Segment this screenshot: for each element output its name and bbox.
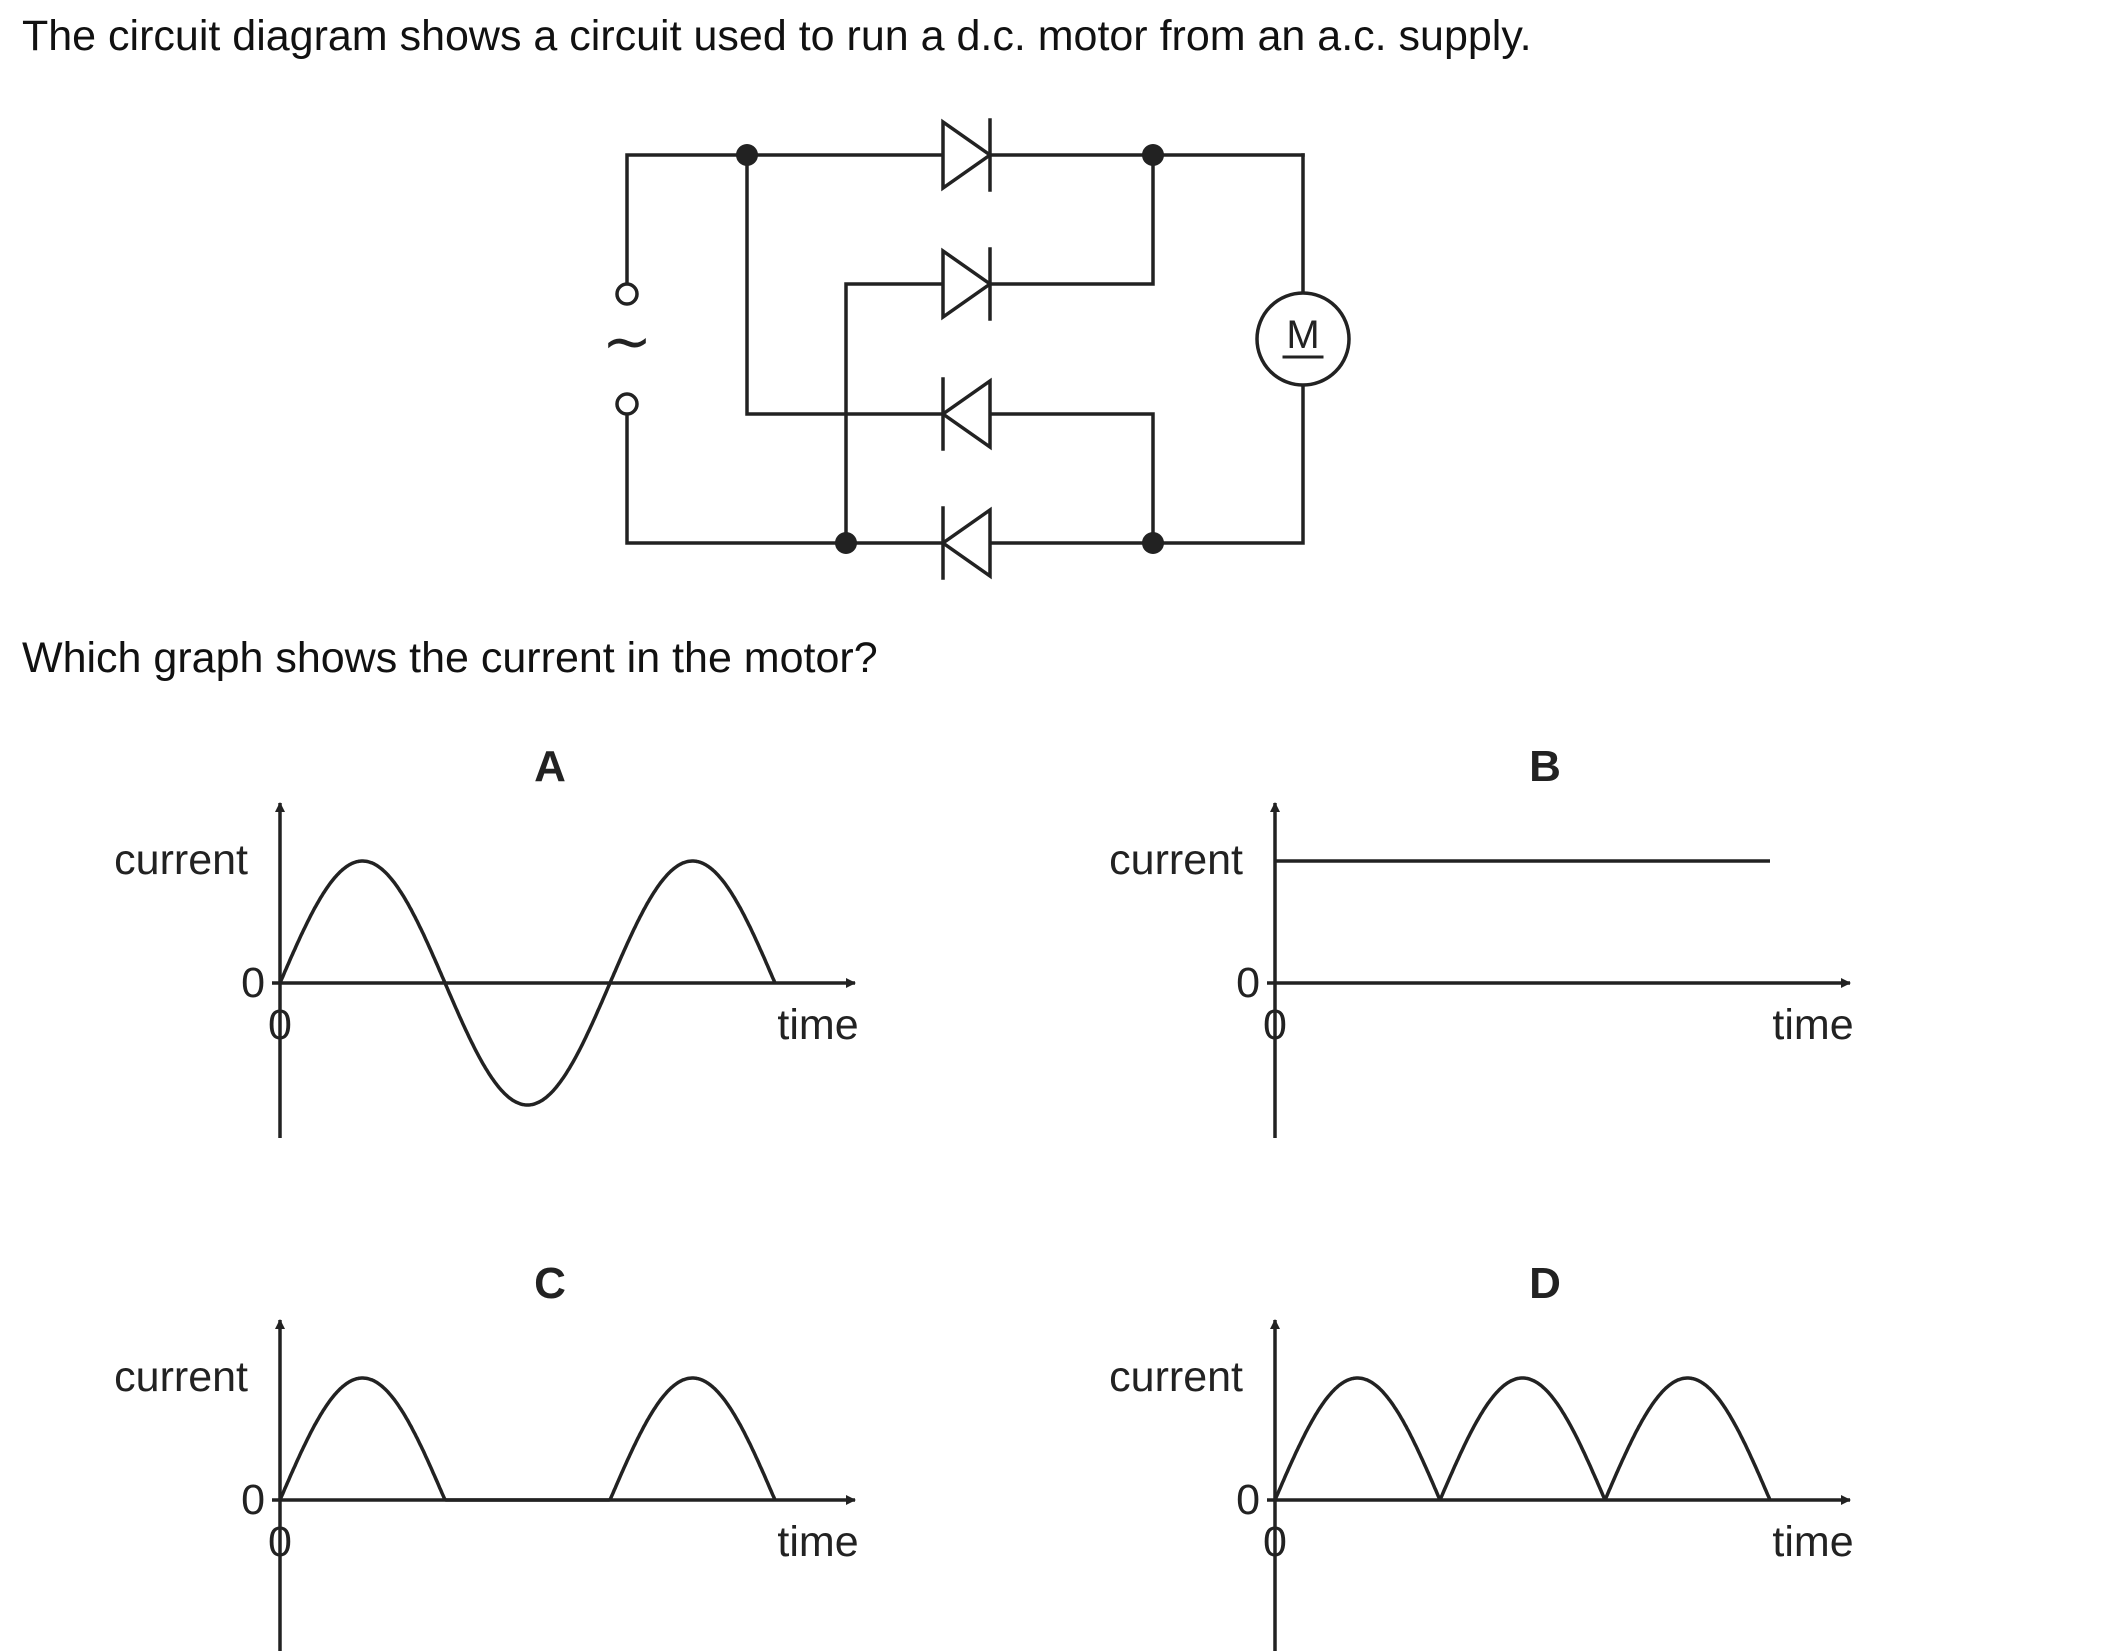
supply-terminal-top [615, 282, 639, 306]
y-axis-label: current [1109, 836, 1243, 884]
option-label: D [1529, 1259, 1561, 1308]
junction-dots [736, 144, 1164, 554]
waveform-line [1273, 1376, 1772, 1501]
y-origin-label: 0 [1236, 959, 1260, 1007]
y-origin-label: 0 [241, 959, 265, 1007]
supply-terminal-bottom [615, 392, 639, 416]
y-axis-label: current [1109, 1353, 1243, 1401]
x-origin-label: 0 [1263, 1001, 1287, 1049]
waveform-line [278, 859, 777, 1107]
circuit-diagram [615, 118, 1351, 580]
option-label: C [534, 1259, 566, 1308]
x-axis-label: time [1772, 1518, 1853, 1566]
waveform-line [278, 1376, 777, 1502]
ac-supply [615, 282, 639, 416]
motor [1255, 291, 1351, 387]
x-axis-label: time [1772, 1001, 1853, 1049]
circuit-wires [625, 153, 1305, 545]
x-axis-label: time [777, 1001, 858, 1049]
ac-symbol: ~ [602, 307, 652, 377]
x-origin-label: 0 [268, 1518, 292, 1566]
diode-4 [939, 506, 992, 580]
option-label: B [1529, 742, 1561, 791]
question-prompt: Which graph shows the current in the mot… [22, 634, 878, 682]
motor-label: M [1286, 313, 1319, 357]
y-origin-label: 0 [241, 1476, 265, 1524]
y-axis-label: current [114, 836, 248, 884]
diode-1 [941, 118, 994, 192]
option-label: A [534, 742, 566, 791]
x-origin-label: 0 [268, 1001, 292, 1049]
x-origin-label: 0 [1263, 1518, 1287, 1566]
y-origin-label: 0 [1236, 1476, 1260, 1524]
diode-2 [941, 247, 994, 321]
x-axis-label: time [777, 1518, 858, 1566]
y-axis-label: current [114, 1353, 248, 1401]
diode-3 [939, 377, 992, 451]
question-intro: The circuit diagram shows a circuit used… [22, 12, 1532, 60]
